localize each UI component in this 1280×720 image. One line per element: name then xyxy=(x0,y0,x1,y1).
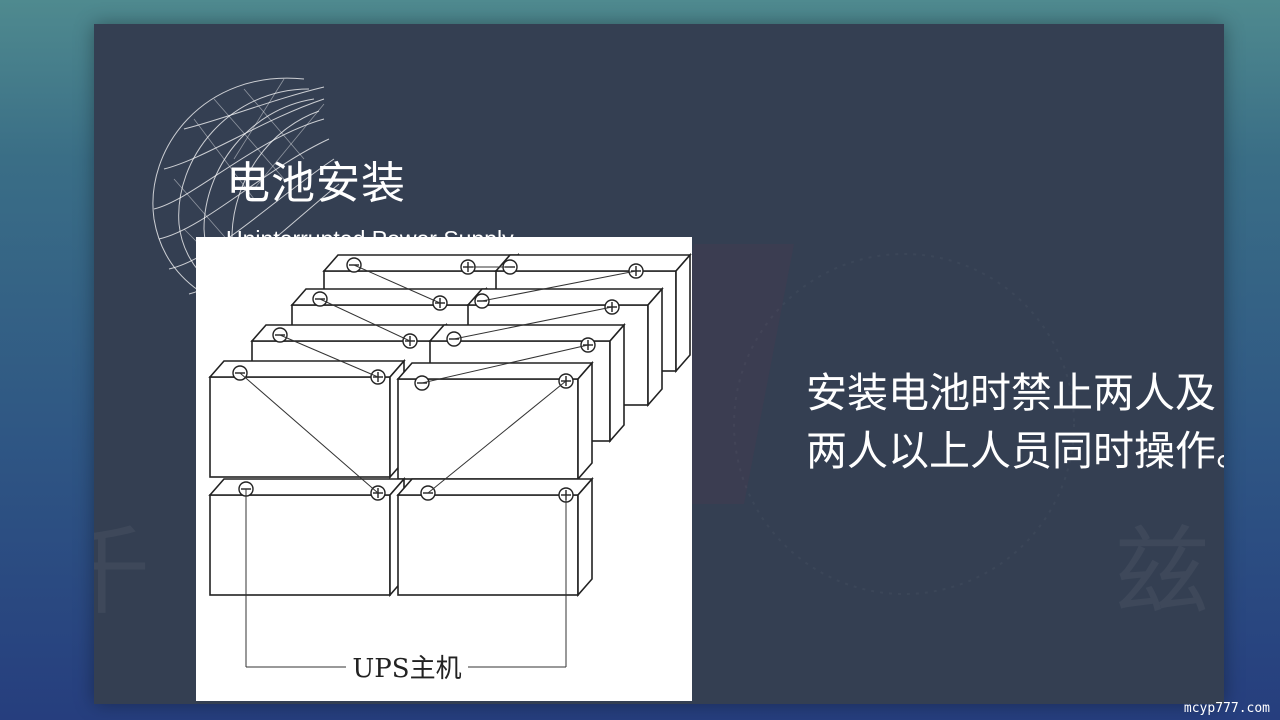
wiring-lines xyxy=(239,264,637,668)
instruction-line-1: 安装电池时禁止两人及 xyxy=(806,369,1216,417)
battery-stack-illustration: UPS主机 xyxy=(209,254,691,684)
watermark-glyph-3: 兹 xyxy=(1114,516,1210,628)
battery-wiring-diagram: UPS主机 xyxy=(196,237,692,701)
instruction-line-2: 两人以上人员同时操作。 xyxy=(806,427,1224,475)
site-watermark-text: mcyp777.com xyxy=(1183,701,1270,716)
watermark-circle xyxy=(733,253,1075,595)
slide-title: 电池安装 xyxy=(226,158,406,209)
watermark-glyph-1: 千 xyxy=(94,516,150,628)
instruction-text: 安装电池时禁止两人及 两人以上人员同时操作。 xyxy=(806,364,1224,480)
ups-host-label: UPS主机 xyxy=(352,654,461,684)
